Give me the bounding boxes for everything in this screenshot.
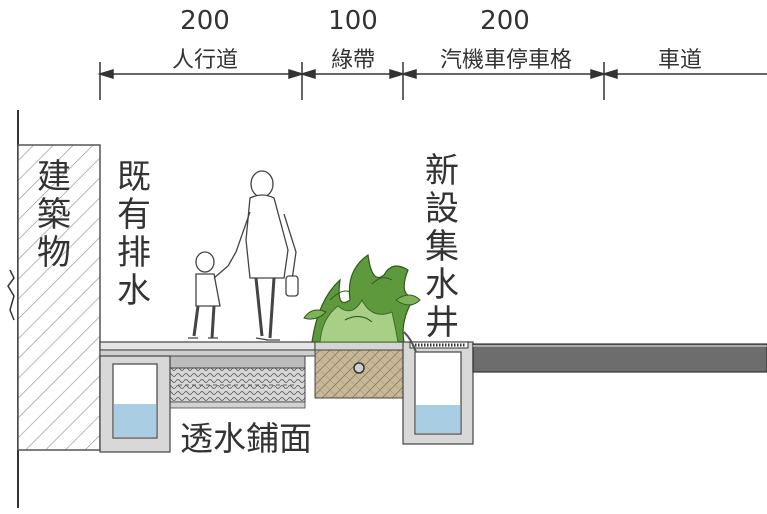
- dimension-value-parking: 200: [480, 6, 530, 36]
- label-existing-drain-char: 排: [117, 233, 151, 273]
- label-existing-drain-char: 有: [117, 195, 151, 235]
- dimension-value-green-belt: 100: [328, 6, 378, 36]
- label-new-catch-basin-char: 設: [425, 189, 459, 229]
- label-building-char: 建: [37, 157, 71, 197]
- dimension-label-parking: 汽機車停車格: [439, 48, 572, 73]
- label-permeable-paving: 透水鋪面: [180, 419, 312, 458]
- dimension-label-sidewalk: 人行道: [171, 48, 238, 73]
- label-new-catch-basin-char: 井: [425, 303, 459, 343]
- dimension-line: [97, 62, 767, 100]
- dimension-label-green-belt: 綠帶: [330, 48, 375, 73]
- label-new-catch-basin-char: 集: [425, 227, 459, 267]
- label-building-char: 物: [37, 233, 71, 273]
- dimension-value-sidewalk: 200: [180, 6, 230, 36]
- label-new-catch-basin-char: 水: [425, 265, 459, 305]
- label-existing-drain-char: 既: [117, 157, 151, 197]
- new-catch-basin: [402, 331, 474, 445]
- label-new-catch-basin-char: 新: [425, 151, 459, 191]
- dimension-label-roadway: 車道: [657, 48, 702, 73]
- label-building-char: 築: [37, 195, 71, 235]
- existing-drain-channel: [99, 355, 171, 453]
- label-existing-drain: 既 有 排 水: [114, 158, 154, 310]
- building-wall: [7, 110, 101, 508]
- label-new-catch-basin: 新 設 集 水 井: [422, 152, 462, 342]
- label-building: 建 築 物: [34, 158, 74, 272]
- pedestrians: [188, 170, 299, 341]
- sidewalk: [99, 341, 316, 409]
- roadway: [472, 343, 767, 373]
- label-existing-drain-char: 水: [117, 271, 151, 311]
- shrub-plants: [303, 253, 421, 343]
- green-belt: [303, 253, 421, 399]
